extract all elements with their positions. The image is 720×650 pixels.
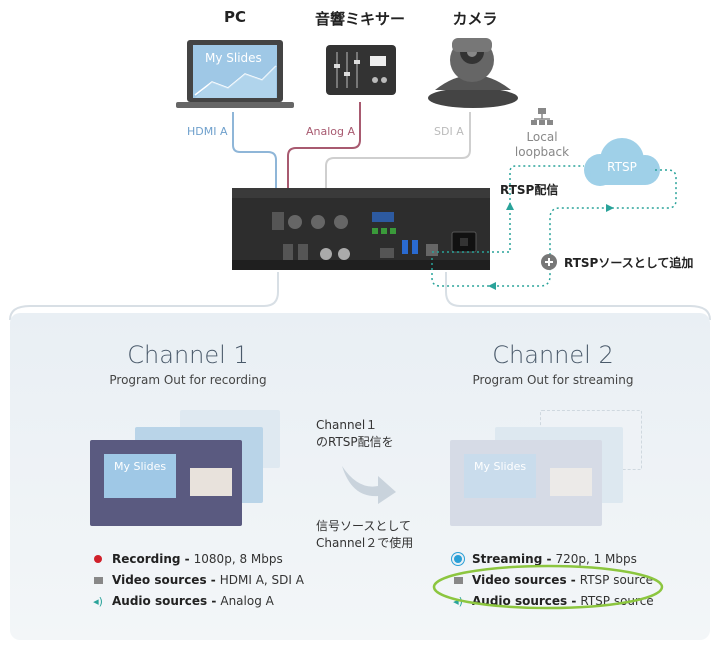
channel2-person-thumb xyxy=(550,468,592,496)
video-sources-value: RTSP source xyxy=(579,573,654,587)
channel1-title: Channel 1 xyxy=(127,341,249,369)
mixer-label: 音響ミキサー xyxy=(314,10,405,28)
channel1-subtitle: Program Out for recording xyxy=(109,373,267,387)
middle-bottom-line2: Channel２で使用 xyxy=(316,536,414,550)
channel2-front-card: My Slides xyxy=(450,440,602,526)
channel2-slide-preview: My Slides xyxy=(464,454,536,498)
rtsp-stream-label: RTSP配信 xyxy=(500,183,559,197)
audio-sources-label: Audio sources - xyxy=(472,594,577,608)
streaming-value: 720p, 1 Mbps xyxy=(555,552,637,566)
audio-sources-value: RTSP source xyxy=(580,594,654,608)
audio-sources-label: Audio sources - xyxy=(112,594,217,608)
encoder-device xyxy=(232,188,490,270)
channel2-video-row: Video sources - RTSP source xyxy=(452,573,653,587)
speaker-icon: ◂) xyxy=(93,594,103,608)
pc-label: PC xyxy=(223,8,246,26)
video-camera-icon xyxy=(453,576,463,584)
analog-label: Analog A xyxy=(306,125,356,138)
channel2-subtitle: Program Out for streaming xyxy=(472,373,634,387)
audio-mixer-icon xyxy=(326,45,396,95)
pc-screen-text: My Slides xyxy=(205,51,262,65)
video-sources-label: Video sources - xyxy=(472,573,576,587)
rtsp-cloud-icon xyxy=(584,138,660,186)
camera-label: カメラ xyxy=(452,10,498,28)
recording-dot-icon xyxy=(94,555,102,563)
loopback-line2: loopback xyxy=(514,145,570,159)
rtsp-cloud-label: RTSP xyxy=(607,160,637,174)
channel1-audio-row: ◂) Audio sources - Analog A xyxy=(92,594,274,608)
channel1-video-row: Video sources - HDMI A, SDI A xyxy=(92,573,304,587)
channel1-recording-row: Recording - 1080p, 8 Mbps xyxy=(92,552,283,566)
channel1-slide-text: My Slides xyxy=(114,460,167,473)
streaming-icon xyxy=(454,555,462,563)
streaming-label: Streaming - xyxy=(472,552,552,566)
loopback-line1: Local xyxy=(526,130,558,144)
connection-diagram xyxy=(9,38,711,320)
highlight-ellipse xyxy=(432,564,664,610)
recording-value: 1080p, 8 Mbps xyxy=(193,552,283,566)
recording-label: Recording - xyxy=(112,552,190,566)
channel1-person-thumb xyxy=(190,468,232,496)
curved-arrow-icon xyxy=(342,466,396,504)
middle-top-line1: Channel１ xyxy=(316,418,378,432)
hdmi-label: HDMI A xyxy=(187,125,228,138)
network-icon xyxy=(531,108,553,125)
channel2-streaming-row: Streaming - 720p, 1 Mbps xyxy=(452,552,637,566)
video-camera-icon xyxy=(93,576,103,584)
channel1-slide-preview: My Slides xyxy=(104,454,176,498)
ptz-camera-icon xyxy=(428,38,518,108)
middle-top-text: Channel１ のRTSP配信を xyxy=(316,417,394,451)
loopback-label: Local loopback xyxy=(510,130,574,160)
laptop-icon xyxy=(176,40,294,108)
video-sources-value: HDMI A, SDI A xyxy=(219,573,304,587)
audio-sources-value: Analog A xyxy=(220,594,274,608)
video-sources-label: Video sources - xyxy=(112,573,216,587)
middle-top-line2: のRTSP配信を xyxy=(316,435,394,449)
channel2-title: Channel 2 xyxy=(492,341,614,369)
middle-bottom-text: 信号ソースとして Channel２で使用 xyxy=(316,518,413,552)
rtsp-add-label: RTSPソースとして追加 xyxy=(564,256,694,270)
middle-bottom-line1: 信号ソースとして xyxy=(316,519,412,533)
pc-screen-title: My Slides xyxy=(205,51,262,65)
channel2-slide-text: My Slides xyxy=(474,460,527,473)
add-icon xyxy=(541,254,557,270)
channel1-front-card: My Slides xyxy=(90,440,242,526)
sdi-label: SDI A xyxy=(434,125,464,138)
